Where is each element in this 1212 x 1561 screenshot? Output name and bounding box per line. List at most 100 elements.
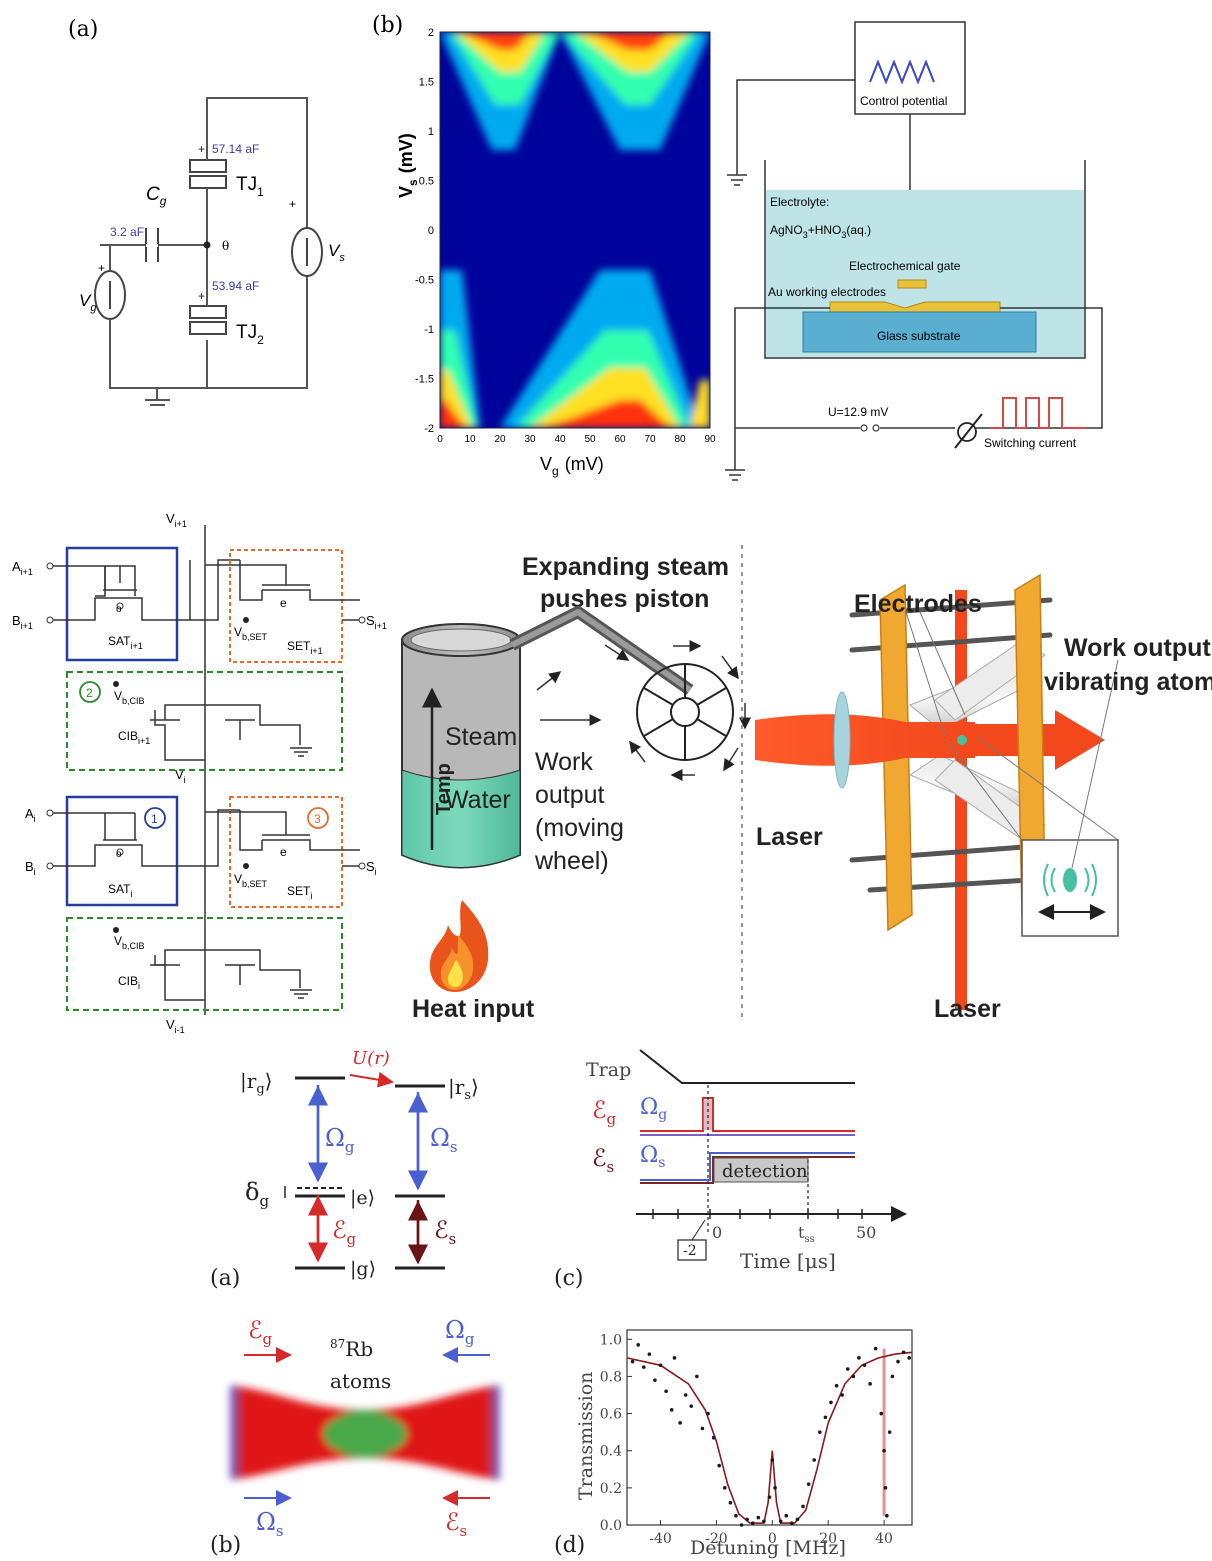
atom-cloud-diagram: ℰg Ωg 87Rb atoms Ωs ℰs (b) bbox=[210, 1316, 500, 1558]
e-ket: |e⟩ bbox=[350, 1187, 375, 1209]
heatmap-x-tick: 70 bbox=[644, 434, 656, 445]
chart-data-point bbox=[658, 1363, 663, 1368]
vbcib-label: Vb,CIB bbox=[114, 689, 145, 706]
heat-input-label: Heat input bbox=[412, 995, 535, 1023]
electrochemical-gate bbox=[897, 279, 927, 289]
g-ket: |g⟩ bbox=[350, 1258, 376, 1280]
heatmap-x-tick: 90 bbox=[704, 434, 716, 445]
chart-data-point bbox=[879, 1411, 884, 1416]
triangle-wave-icon bbox=[869, 59, 935, 85]
pushes-piston-label: pushes piston bbox=[540, 585, 709, 613]
heatmap-x-axis-label: Vg(mV) bbox=[540, 454, 604, 478]
chart-data-point bbox=[795, 1517, 800, 1522]
chart-fit-line bbox=[626, 1351, 913, 1524]
temp-label: Temp bbox=[433, 763, 455, 815]
e-g-label: ℰg bbox=[332, 1216, 357, 1248]
set-top-label: SETi+1 bbox=[287, 639, 323, 656]
chart-x-tick-label: 40 bbox=[875, 1531, 893, 1547]
chart-y-tick-label: 0.0 bbox=[600, 1518, 622, 1534]
plus-sign: + bbox=[198, 289, 205, 303]
b-top-label: Bi+1 bbox=[12, 613, 33, 631]
panel-label: (b) bbox=[210, 1533, 241, 1558]
chart-data-point bbox=[907, 1356, 912, 1360]
chart-y-tick-label: 0.4 bbox=[600, 1444, 622, 1460]
steam-label: Steam bbox=[445, 723, 517, 751]
heatmap-x-tick: 40 bbox=[554, 434, 566, 445]
chart-data-point bbox=[664, 1389, 668, 1394]
b-bot-label: Bi bbox=[25, 859, 36, 877]
chart-data-point bbox=[823, 1415, 828, 1420]
tick-0: 0 bbox=[712, 1223, 722, 1242]
work-output-line2: output bbox=[535, 781, 605, 809]
panel-label: (d) bbox=[554, 1533, 585, 1558]
cib-box-bottom bbox=[66, 917, 343, 1011]
chart-data-point bbox=[790, 1521, 794, 1525]
set-box-bottom bbox=[229, 796, 343, 908]
chart-data-point bbox=[678, 1421, 682, 1425]
panel-label: (a) bbox=[210, 1266, 240, 1291]
flame-icon bbox=[429, 900, 489, 992]
detection-label: detection bbox=[722, 1161, 808, 1182]
pulse-train-icon bbox=[990, 397, 1085, 429]
panel-label: (b) bbox=[372, 13, 403, 38]
chart-data-point bbox=[890, 1374, 895, 1379]
chart-y-tick-label: 0.8 bbox=[600, 1369, 622, 1385]
chart-data-point bbox=[722, 1486, 727, 1490]
laser-arrow-head bbox=[1055, 710, 1105, 770]
chart-data-point bbox=[873, 1346, 878, 1351]
expanding-steam-label: Expanding steam bbox=[522, 553, 729, 581]
source-voltage-source bbox=[291, 227, 323, 277]
heatmap-y-tick: -1.5 bbox=[415, 374, 434, 386]
chart-data-point bbox=[901, 1350, 906, 1355]
a-top-label: Ai+1 bbox=[12, 559, 33, 577]
chart-data-point bbox=[739, 1523, 744, 1527]
heatmap-y-tick: -1 bbox=[424, 324, 434, 336]
omega-g-label: Ωg bbox=[325, 1124, 355, 1156]
delta-label: δg bbox=[245, 1178, 269, 1210]
chart-data-point bbox=[711, 1435, 716, 1440]
electrodes-label: Electrodes bbox=[854, 590, 982, 618]
switching-current-label: Switching current bbox=[984, 436, 1077, 450]
chart-data-point bbox=[700, 1426, 705, 1431]
tj1-label: TJ1 bbox=[236, 174, 264, 199]
chart-data-point bbox=[750, 1521, 755, 1525]
chart-x-tick-label: -40 bbox=[649, 1531, 672, 1547]
chart-data-point bbox=[734, 1513, 738, 1518]
heatmap-y-tick: -2 bbox=[424, 423, 434, 435]
heatmap-y-tick: -0.5 bbox=[415, 275, 434, 287]
cloud-es-label: ℰs bbox=[445, 1508, 467, 1540]
water-label: Water bbox=[445, 786, 511, 814]
chart-y-axis-label: Transmission bbox=[575, 1372, 597, 1500]
control-potential-box bbox=[854, 21, 966, 115]
chart-data-point bbox=[851, 1374, 856, 1379]
atom-dot bbox=[957, 735, 967, 745]
chart-data-point bbox=[784, 1513, 789, 1518]
horizontal-laser-beam bbox=[755, 714, 975, 766]
cib-bot-label: CIBi bbox=[118, 974, 140, 991]
heatmap-y-tick: 1 bbox=[428, 126, 434, 138]
set-circuit-panel: (a) + 57.14 aF TJ1 + bbox=[68, 17, 345, 406]
vibrating-atom bbox=[1063, 868, 1077, 892]
heatmap-y-tick: 1.5 bbox=[419, 77, 434, 89]
vbset-label: Vb,SET bbox=[234, 872, 268, 889]
steam-engine-diagram: Expanding steam pushes piston Temp Steam… bbox=[401, 553, 751, 1023]
rg-ket: |rg⟩ bbox=[240, 1069, 272, 1097]
trap-label: Trap bbox=[586, 1059, 631, 1081]
time-axis-label: Time [μs] bbox=[740, 1249, 836, 1273]
electrolyte-label: Electrolyte: bbox=[770, 195, 829, 209]
chart-data-point bbox=[683, 1393, 688, 1397]
omega-s-label: Ωs bbox=[430, 1124, 458, 1156]
vbset-label: Vb,SET bbox=[234, 625, 268, 642]
chart-data-point bbox=[745, 1517, 749, 1522]
heatmap-x-tick: 60 bbox=[614, 434, 626, 445]
gate-capacitor bbox=[145, 228, 159, 262]
wheel bbox=[636, 663, 734, 761]
chart-data-point bbox=[801, 1504, 805, 1509]
chart-data-point bbox=[845, 1367, 850, 1371]
chart-data-point bbox=[717, 1463, 722, 1468]
chart-marks bbox=[626, 1343, 913, 1527]
chart-data-point bbox=[636, 1343, 640, 1347]
chart-data-point bbox=[887, 1430, 892, 1434]
circle-number-1: 1 bbox=[151, 812, 158, 826]
chart-data-point bbox=[647, 1352, 652, 1356]
